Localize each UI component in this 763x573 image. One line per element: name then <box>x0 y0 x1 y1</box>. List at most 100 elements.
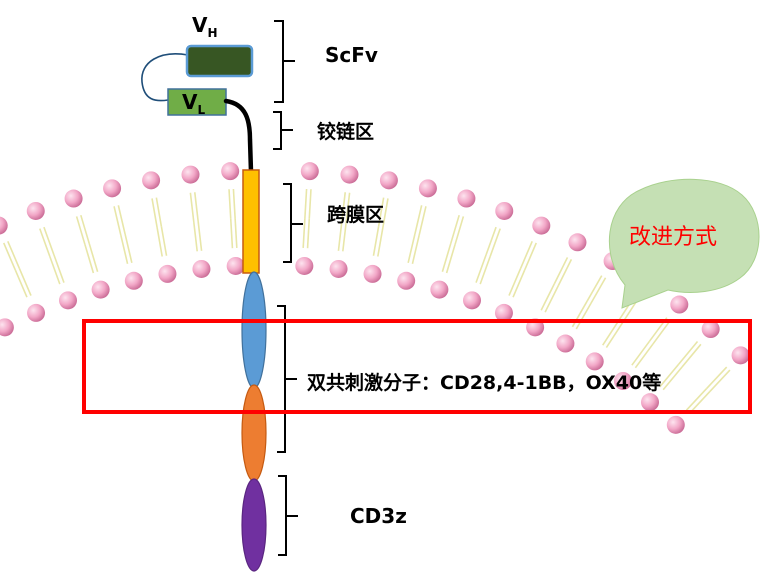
hinge-region <box>223 98 254 175</box>
lipid-tail <box>80 214 90 244</box>
lipid-tail <box>345 192 351 223</box>
lipid-tail <box>124 233 133 263</box>
lipid-tail <box>53 254 65 283</box>
lipid-tail <box>372 226 380 256</box>
lipid-tail <box>523 242 537 271</box>
lipid-tail <box>228 189 232 219</box>
improvement-callout-label: 改进方式 <box>629 225 717 250</box>
lipid-tail <box>14 269 28 298</box>
lipid-tail <box>39 228 51 257</box>
hinge-bracket <box>273 111 293 150</box>
lipid-head <box>158 264 177 283</box>
lipid-head <box>340 165 359 184</box>
lipid-head <box>379 171 398 190</box>
lipid-tail <box>302 218 306 248</box>
costim-highlight-box <box>82 319 752 414</box>
lipid-tail <box>407 233 416 263</box>
lipid-tail <box>475 254 487 283</box>
cd3z-domain <box>241 478 267 572</box>
lipid-tail <box>662 366 683 391</box>
lipid-tail <box>193 192 199 222</box>
lipid-tail <box>232 188 236 219</box>
scfv-linker <box>141 53 189 102</box>
lipid-head <box>226 256 245 275</box>
lipid-tail <box>590 277 607 304</box>
lipid-tail <box>575 302 592 330</box>
lipid-tail <box>489 228 501 257</box>
improvement-callout-bubble <box>608 178 760 309</box>
transmembrane-domain <box>242 169 260 274</box>
lipid-tail <box>512 269 526 298</box>
cell-membrane-bilayer <box>0 162 750 434</box>
lipid-head <box>670 295 689 314</box>
lipid-head <box>91 280 110 299</box>
lipid-tail <box>377 227 384 257</box>
costim-bracket <box>277 305 297 453</box>
lipid-head <box>731 346 750 365</box>
lipid-tail <box>445 244 456 274</box>
lipid-tail <box>308 189 312 219</box>
scfv-bracket <box>274 20 295 103</box>
lipid-tail <box>3 242 17 271</box>
lipid-tail <box>88 243 99 272</box>
lipid-tail <box>229 218 234 249</box>
lipid-tail <box>553 257 569 285</box>
lipid-tail <box>685 388 708 411</box>
lipid-head <box>494 303 513 322</box>
lipid-tail <box>508 268 522 296</box>
lipid-tail <box>479 256 491 285</box>
lipid-head <box>124 271 143 290</box>
vh-domain <box>185 44 254 78</box>
lipid-head <box>142 171 161 190</box>
lipid-head <box>27 303 46 322</box>
lipid-tails <box>3 188 731 414</box>
lipid-tail <box>540 283 556 311</box>
lipid-head <box>613 371 632 390</box>
lipid-tail <box>454 216 465 245</box>
cd3z-bracket <box>278 475 298 556</box>
lipid-head <box>568 233 587 252</box>
costim-label: 双共刺激分子：CD28,4-1BB，OX40等 <box>307 371 661 394</box>
lipid-tail <box>411 234 420 264</box>
lipid-tail <box>557 259 573 287</box>
lipid-heads <box>0 162 750 434</box>
lipid-tail <box>605 322 624 348</box>
lipid-head <box>59 291 78 310</box>
lipid-head <box>585 352 604 371</box>
lipid-tail <box>49 256 61 285</box>
lipid-tail <box>193 221 198 252</box>
lipid-head <box>556 334 575 353</box>
vh-label: VH <box>192 13 218 40</box>
lipid-tail <box>43 226 55 256</box>
lipid-tail <box>414 205 423 235</box>
lipid-head <box>457 189 476 208</box>
lipid-tail <box>197 221 203 251</box>
lipid-tail <box>586 275 603 302</box>
lipid-tail <box>634 343 654 369</box>
vl-domain <box>167 88 227 116</box>
lipid-tail <box>631 340 651 366</box>
lipid-head <box>701 320 720 339</box>
lipid-head <box>329 259 348 278</box>
lipid-tail <box>156 227 163 257</box>
lipid-head <box>26 201 45 220</box>
lipid-head <box>495 201 514 220</box>
lipid-tail <box>120 234 129 264</box>
tm-bracket <box>283 183 303 263</box>
lipid-head <box>0 318 14 337</box>
lipid-tail <box>652 319 672 345</box>
lipid-tail <box>18 268 32 296</box>
lipid-head <box>295 256 314 275</box>
lipid-head <box>418 179 437 198</box>
lipid-head <box>221 162 240 181</box>
lipid-tail <box>337 221 343 251</box>
lipid-tail <box>678 340 699 365</box>
lipid-tail <box>341 192 347 222</box>
lipid-head <box>103 179 122 198</box>
lipid-tail <box>117 205 126 235</box>
lipid-head <box>666 415 685 434</box>
lipid-head <box>397 271 416 290</box>
lipid-tail <box>304 188 308 219</box>
lipid-tail <box>306 218 311 249</box>
